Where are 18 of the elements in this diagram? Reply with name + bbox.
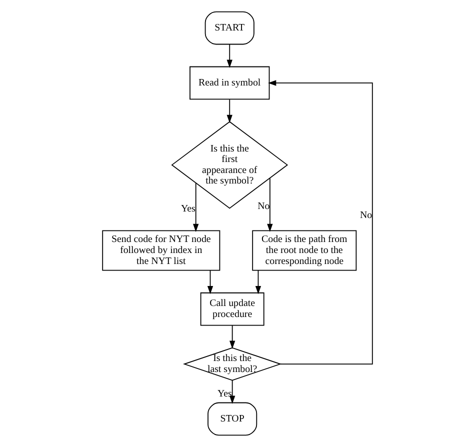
arrow: [266, 178, 272, 232]
node-box: START: [204, 11, 254, 45]
edge-label: No: [360, 210, 372, 222]
node-box: Code is the path from the root node to the corresponding node: [252, 230, 356, 271]
arrow: [268, 80, 372, 364]
arrow: [226, 44, 232, 68]
node-box: Read in symbol: [189, 66, 270, 100]
arrow: [228, 325, 235, 349]
node-box: STOP: [207, 402, 257, 436]
node-box: Call update procedure: [200, 292, 264, 326]
arrow: [254, 270, 261, 294]
arrow: [192, 182, 198, 232]
node-box: Send code for NYT node followed by index in the NYT list: [102, 230, 220, 271]
arrow: [228, 380, 235, 404]
node-diamond: Is this the last symbol?: [182, 347, 282, 381]
arrow: [226, 99, 232, 123]
arrow: [206, 270, 213, 294]
edge-label: Yes: [216, 388, 232, 400]
